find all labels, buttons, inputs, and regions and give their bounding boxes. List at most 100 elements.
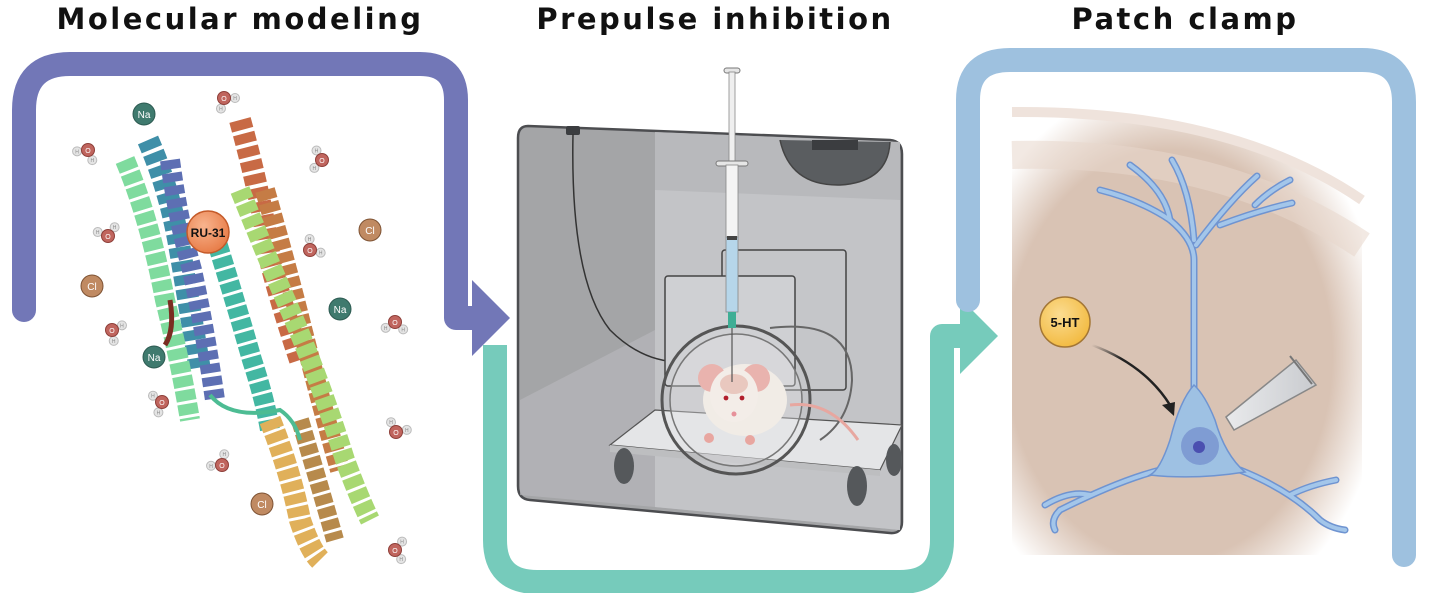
water-molecule: H HO xyxy=(388,536,408,565)
panel-title-molecular-modeling: Molecular modeling xyxy=(56,2,424,36)
panel-title-patch-clamp: Patch clamp xyxy=(1071,2,1299,36)
water-molecule: H HO xyxy=(386,417,412,439)
oxygen-label: O xyxy=(105,234,111,241)
chloride-ion: Cl xyxy=(250,492,274,516)
startle-chamber xyxy=(516,67,904,535)
hydrogen-label: H xyxy=(113,225,117,231)
oxygen-label: O xyxy=(393,430,399,437)
water-molecule: HHO xyxy=(105,320,127,346)
oxygen-atom xyxy=(155,395,169,409)
platform-foot xyxy=(847,466,867,506)
oxygen-label: O xyxy=(392,548,398,555)
oxygen-label: O xyxy=(219,463,225,470)
hydrogen-label: H xyxy=(157,410,161,416)
water-molecule: H HO xyxy=(147,390,169,418)
neuron xyxy=(1041,156,1349,534)
hydrogen-atom xyxy=(87,155,98,166)
oxygen-atom xyxy=(101,229,115,243)
oxygen-atom xyxy=(389,425,403,439)
water-molecule: H HO xyxy=(380,315,409,335)
oxygen-label: O xyxy=(109,328,115,335)
hydrogen-atom xyxy=(116,320,127,331)
hydrogen-label: H xyxy=(313,166,317,172)
syringe-fluid xyxy=(725,236,739,313)
water-molecule: H HO xyxy=(309,145,329,173)
hydrogen-atom xyxy=(147,390,158,401)
oxygen-label: O xyxy=(307,248,313,255)
serotonin-arrow xyxy=(1091,343,1175,416)
water-molecule: H HO xyxy=(303,234,326,258)
chloride-ion: Cl xyxy=(358,218,382,242)
hydrogen-label: H xyxy=(96,230,100,236)
chloride-ion: Cl xyxy=(80,274,104,298)
mouse-tail xyxy=(789,402,860,441)
ligand-label: RU-31 xyxy=(191,226,226,240)
patch-pipette xyxy=(1225,355,1318,432)
hydrogen-label: H xyxy=(222,452,226,458)
oxygen-label: O xyxy=(221,96,227,103)
brain-tissue xyxy=(1011,106,1370,556)
ion-label: Cl xyxy=(365,226,374,237)
hydrogen-label: H xyxy=(399,557,403,563)
ion-label: Na xyxy=(148,353,161,364)
hydrogen-atom xyxy=(309,162,320,173)
hydrogen-atom xyxy=(386,417,397,428)
hydrogen-label: H xyxy=(389,420,393,426)
hydrogen-label: H xyxy=(209,464,213,470)
ligand-ru-31: RU-31 xyxy=(186,210,230,254)
arrow-head-icon xyxy=(1162,402,1175,416)
flow-arrow-prepulse xyxy=(483,298,998,593)
serotonin-label: 5-HT xyxy=(1051,315,1080,330)
hydrogen-label: H xyxy=(384,326,388,332)
hydrogen-label: H xyxy=(315,148,319,154)
hydrogen-label: H xyxy=(400,540,404,546)
ion-label: Cl xyxy=(257,500,266,511)
hydrogen-label: H xyxy=(75,149,79,155)
hydrogen-label: H xyxy=(405,428,409,434)
hydrogen-atom xyxy=(380,322,391,333)
oxygen-label: O xyxy=(319,158,325,165)
platform-foot xyxy=(886,444,902,476)
nucleolus xyxy=(1193,441,1205,453)
frame-patch-clamp xyxy=(956,48,1416,567)
hydrogen-label: H xyxy=(90,158,94,164)
water-molecule: H HO xyxy=(215,91,240,114)
syringe xyxy=(715,67,749,382)
oxygen-atom xyxy=(303,243,317,257)
hydrogen-atom xyxy=(396,554,407,565)
mouse xyxy=(698,364,860,445)
arrow-head-icon xyxy=(960,298,998,374)
oxygen-atom xyxy=(217,91,231,105)
hydrogen-atom xyxy=(311,145,322,156)
oxygen-label: O xyxy=(392,320,398,327)
water-molecule: H HO xyxy=(206,449,230,472)
oxygen-atom xyxy=(215,458,229,472)
sodium-ion: Na xyxy=(142,345,166,369)
hydrogen-label: H xyxy=(308,237,312,243)
platform-foot xyxy=(614,448,634,484)
oxygen-label: O xyxy=(85,148,91,155)
hydrogen-label: H xyxy=(219,107,223,113)
speaker-icon xyxy=(779,139,891,186)
serotonin-molecule: 5-HT xyxy=(1039,296,1091,348)
hydrogen-label: H xyxy=(151,394,155,400)
hydrogen-atom xyxy=(398,324,409,335)
hydrogen-atom xyxy=(109,222,120,233)
hydrogen-label: H xyxy=(233,96,237,102)
ion-label: Na xyxy=(334,305,347,316)
hydrogen-atom xyxy=(397,536,408,547)
ion-label: Cl xyxy=(87,282,96,293)
water-molecule: H HO xyxy=(92,222,120,243)
hydrogen-label: H xyxy=(319,251,323,257)
oxygen-atom xyxy=(315,153,329,167)
arrow-head-icon xyxy=(472,280,510,356)
oxygen-atom xyxy=(388,543,402,557)
oxygen-label: O xyxy=(159,400,165,407)
oxygen-atom xyxy=(388,315,402,329)
sodium-ion: Na xyxy=(328,297,352,321)
hydrogen-label: H xyxy=(401,327,405,333)
oxygen-atom xyxy=(81,143,95,157)
